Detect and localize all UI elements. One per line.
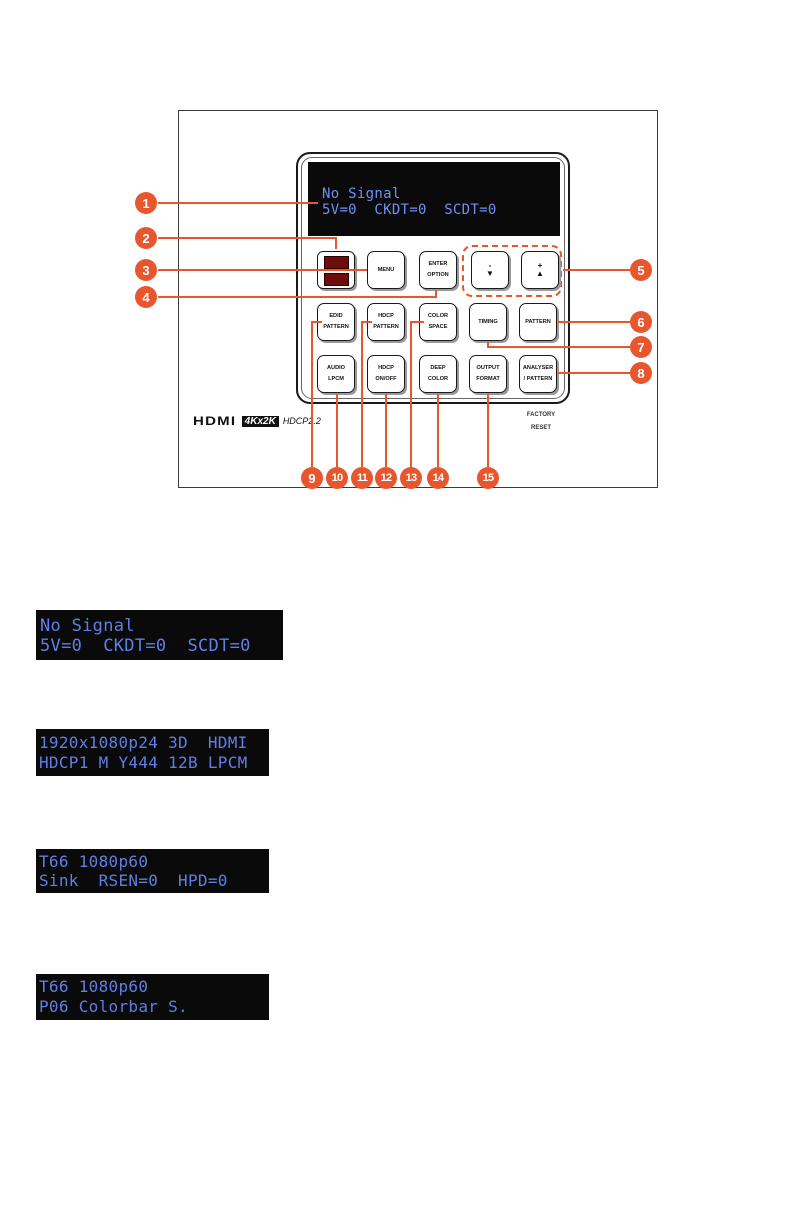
audio-label: AUDIO (326, 365, 346, 372)
option-label: OPTION (427, 272, 449, 278)
callout-badge-3: 3 (135, 259, 157, 281)
timing-button[interactable]: TIMING (469, 303, 507, 341)
callout-badge-12: 12 (375, 467, 397, 489)
pattern-label: PATTERN (373, 324, 399, 330)
output-label: OUTPUT (476, 365, 500, 372)
callout-badge-2: 2 (135, 227, 157, 249)
sample-line-2: HDCP1 M Y444 12B LPCM (39, 753, 248, 772)
pattern-label: PATTERN (323, 324, 349, 330)
led-lower (324, 273, 349, 286)
hdmi-logo: HDMI (193, 414, 237, 428)
pattern-label: PATTERN (525, 318, 551, 325)
format-label: FORMAT (476, 376, 500, 382)
analyser-label: ANALYSER (522, 365, 554, 372)
edid-pattern-button[interactable]: EDID PATTERN (317, 303, 355, 341)
hdcp-label: HDCP (378, 313, 394, 320)
enter-label: ENTER (428, 261, 448, 268)
reset-text: RESET (530, 425, 551, 432)
arrow-buttons-highlight (462, 245, 562, 297)
leader-line-13 (410, 321, 424, 467)
sample-display-no-signal: No Signal 5V=0 CKDT=0 SCDT=0 (36, 610, 283, 660)
sample-line-2: P06 Colorbar S. (39, 997, 188, 1016)
leader-line-2 (158, 237, 337, 249)
pattern-button[interactable]: PATTERN (519, 303, 557, 341)
color-label: COLOR (427, 376, 449, 382)
sample-line-1: T66 1080p60 (39, 852, 149, 871)
main-lcd-display: No Signal 5V=0 CKDT=0 SCDT=0 (308, 162, 560, 236)
pattern-label: / PATTERN (523, 376, 553, 382)
onoff-label: ON/OFF (375, 376, 397, 382)
color-label: COLOR (427, 313, 449, 320)
callout-badge-5: 5 (630, 259, 652, 281)
minus-icon: - (488, 261, 492, 270)
callout-badge-14: 14 (427, 467, 449, 489)
edid-label: EDID (329, 313, 343, 320)
enter-option-button[interactable]: ENTER OPTION (419, 251, 457, 289)
menu-button[interactable]: MENU (367, 251, 405, 289)
menu-label: MENU (377, 266, 395, 273)
lcd-line-1: No Signal (322, 186, 401, 202)
sample-line-1: T66 1080p60 (39, 977, 149, 996)
sample-display-sink-status: T66 1080p60 Sink RSEN=0 HPD=0 (36, 849, 269, 893)
callout-badge-15: 15 (477, 467, 499, 489)
sample-line-1: 1920x1080p24 3D HDMI (39, 733, 248, 752)
led-upper (324, 256, 349, 269)
space-label: SPACE (428, 324, 448, 330)
sample-display-signal-info: 1920x1080p24 3D HDMI HDCP1 M Y444 12B LP… (36, 729, 269, 776)
sample-line-2: 5V=0 CKDT=0 SCDT=0 (40, 636, 251, 656)
lcd-line-2: 5V=0 CKDT=0 SCDT=0 (322, 202, 497, 218)
leader-line-7 (487, 342, 630, 348)
callout-badge-7: 7 (630, 336, 652, 358)
hdcp-pattern-button[interactable]: HDCP PATTERN (367, 303, 405, 341)
callout-badge-9: 9 (301, 467, 323, 489)
hdcp-logo: HDCP2.2 (282, 416, 321, 426)
callout-badge-1: 1 (135, 192, 157, 214)
plus-up-button[interactable]: + ▲ (521, 251, 559, 289)
leader-line-11 (361, 321, 372, 467)
callout-badge-4: 4 (135, 286, 157, 308)
factory-text: FACTORY (526, 412, 556, 418)
factory-reset-label: FACTORY RESET (516, 409, 566, 435)
callout-leader-lines (158, 202, 630, 467)
leader-line-4 (158, 290, 437, 298)
callout-badge-11: 11 (351, 467, 373, 489)
down-arrow-icon: ▼ (486, 269, 494, 278)
sample-line-2: Sink RSEN=0 HPD=0 (39, 871, 228, 890)
lpcm-label: LPCM (328, 376, 344, 382)
brand-logos: HDMI 4Kx2K HDCP2.2 (193, 414, 321, 428)
minus-down-button[interactable]: - ▼ (471, 251, 509, 289)
hdcp-label: HDCP (378, 365, 394, 372)
sample-line-1: No Signal (40, 616, 135, 636)
callout-badge-6: 6 (630, 311, 652, 333)
callout-badge-10: 10 (326, 467, 348, 489)
audio-lpcm-button[interactable]: AUDIO LPCM (317, 355, 355, 393)
analyser-pattern-button[interactable]: ANALYSER / PATTERN (519, 355, 557, 393)
callout-badge-13: 13 (400, 467, 422, 489)
plus-icon: + (537, 261, 543, 270)
hdcp-onoff-button[interactable]: HDCP ON/OFF (367, 355, 405, 393)
4k-logo: 4Kx2K (241, 415, 279, 427)
callout-badge-8: 8 (630, 362, 652, 384)
deep-label: DEEP (430, 365, 446, 372)
sample-display-pattern: T66 1080p60 P06 Colorbar S. (36, 974, 269, 1020)
up-arrow-icon: ▲ (536, 269, 544, 278)
leader-line-9 (311, 321, 322, 467)
color-space-button[interactable]: COLOR SPACE (419, 303, 457, 341)
output-format-button[interactable]: OUTPUT FORMAT (469, 355, 507, 393)
timing-label: TIMING (478, 318, 498, 325)
deep-color-button[interactable]: DEEP COLOR (419, 355, 457, 393)
